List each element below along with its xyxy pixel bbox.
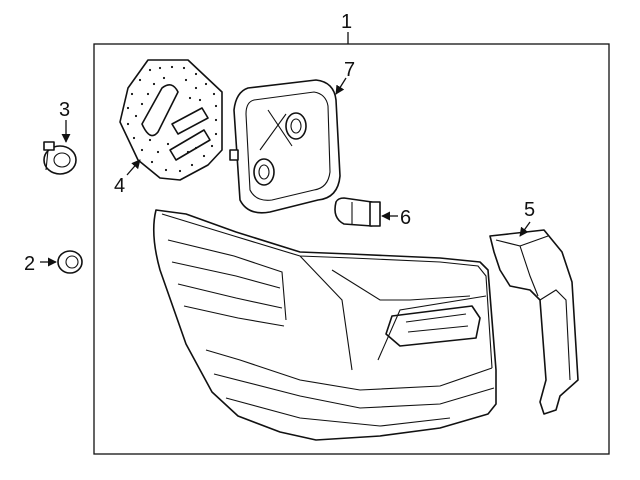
part-4-gasket <box>119 59 223 181</box>
part-3-socket <box>43 141 77 175</box>
callout-1: 1 <box>341 11 352 33</box>
leader-4 <box>126 159 141 176</box>
callout-5: 5 <box>524 199 535 221</box>
assembly-frame <box>93 43 610 455</box>
callout-3: 3 <box>59 99 70 121</box>
part-1-tail-lamp-housing <box>152 209 497 441</box>
gasket-perforations <box>126 65 218 173</box>
leader-7 <box>335 77 347 95</box>
callout-7: 7 <box>344 59 355 81</box>
part-2-grommet <box>57 250 83 274</box>
leader-5 <box>519 221 531 237</box>
callout-6: 6 <box>400 207 411 229</box>
part-6-bulb <box>334 197 381 227</box>
callout-4: 4 <box>114 175 125 197</box>
part-5-bracket <box>489 229 579 415</box>
callout-2: 2 <box>24 253 35 275</box>
part-7-socket-plate <box>229 79 341 214</box>
